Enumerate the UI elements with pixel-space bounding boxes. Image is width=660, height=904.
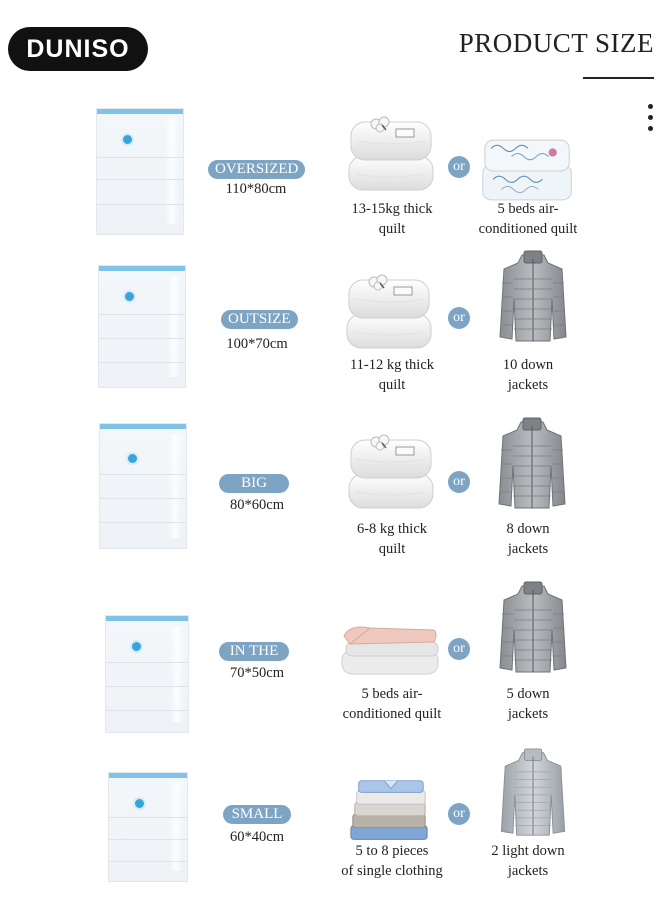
item1-caption-line1: 5 beds air- [361,686,423,702]
thin-quilt-icon [339,620,441,680]
item2-caption-line2: jackets [507,377,549,393]
light-jacket-icon [498,747,568,839]
item2-caption-line1: 8 down [506,521,550,537]
vacuum-bag-image [108,772,188,882]
down-jacket-icon [498,249,568,345]
size-dimensions: 110*80cm [225,181,287,197]
or-badge: or [448,638,470,660]
item1-caption: 5 beds air- conditioned quilt [327,684,457,724]
vacuum-bag-image [96,108,184,235]
item1-caption-line2: quilt [378,541,406,557]
printed-quilt-icon [480,134,574,206]
item2-caption-line2: jackets [507,863,549,879]
size-dimensions: 100*70cm [226,336,288,352]
item1-caption-line2: quilt [378,377,406,393]
item2-caption-line1: 2 light down [491,843,565,859]
item1-caption: 6-8 kg thick quilt [327,519,457,559]
brand-logo: DUNISO [8,27,148,71]
size-row-oversized: OVERSIZED 110*80cm or 13-15kg thick quil… [0,104,660,264]
vacuum-bag-image [98,265,186,388]
item2-caption: 8 down jackets [463,519,593,559]
brand-logo-text: DUNISO [26,34,130,63]
item2-caption-line2: jackets [507,706,549,722]
title-underline [583,77,654,79]
item2-caption-line2: conditioned quilt [478,221,578,237]
or-badge: or [448,307,470,329]
item1-caption-line1: 11-12 kg thick [349,357,435,373]
or-badge: or [448,471,470,493]
item2-caption: 10 down jackets [463,355,593,395]
item1-caption: 13-15kg thick quilt [327,199,457,239]
or-badge: or [448,156,470,178]
item1-caption-line2: conditioned quilt [342,706,442,722]
vacuum-bag-image [105,615,189,733]
item2-caption-line2: jackets [507,541,549,557]
size-label: BIG [219,474,289,493]
size-label: IN THE [219,642,289,661]
item1-caption-line1: 6-8 kg thick [356,521,428,537]
folded-quilt-icon [345,114,437,194]
clothing-stack-icon [345,776,433,846]
item2-caption-line1: 5 down [506,686,550,702]
item2-caption-line1: 10 down [502,357,554,373]
item1-caption: 11-12 kg thick quilt [327,355,457,395]
more-options-icon[interactable] [648,104,654,137]
size-dimensions: 60*40cm [230,829,284,845]
folded-quilt-icon [345,432,437,512]
item1-caption-line1: 13-15kg thick [351,201,433,217]
size-label: OVERSIZED [208,160,306,179]
size-dimensions: 80*60cm [230,497,284,513]
item2-caption-line1: 5 beds air- [497,201,559,217]
or-badge: or [448,803,470,825]
vacuum-bag-image [99,423,187,549]
size-row-in-the: IN THE 70*50cm or 5 beds air- conditione… [0,580,660,740]
size-row-outsize: OUTSIZE 100*70cm or 11-12 kg thick quilt… [0,258,660,418]
item2-caption: 5 beds air- conditioned quilt [463,199,593,239]
item2-caption: 2 light down jackets [463,841,593,881]
item2-caption: 5 down jackets [463,684,593,724]
size-dimensions: 70*50cm [230,665,284,681]
size-label: OUTSIZE [221,310,298,329]
item1-caption-line1: 5 to 8 pieces [355,843,429,859]
size-row-small: SMALL 60*40cm or 5 to 8 pieces of single… [0,742,660,902]
down-jacket-icon [498,580,568,676]
item1-caption: 5 to 8 pieces of single clothing [327,841,457,881]
size-row-big: BIG 80*60cm or 6-8 kg thick quilt 8 down… [0,418,660,578]
folded-quilt-icon [343,272,435,352]
down-jacket-icon [497,416,567,512]
page-title: PRODUCT SIZE [458,28,654,58]
item1-caption-line2: quilt [378,221,406,237]
size-label: SMALL [223,805,291,824]
item1-caption-line2: of single clothing [341,863,443,879]
